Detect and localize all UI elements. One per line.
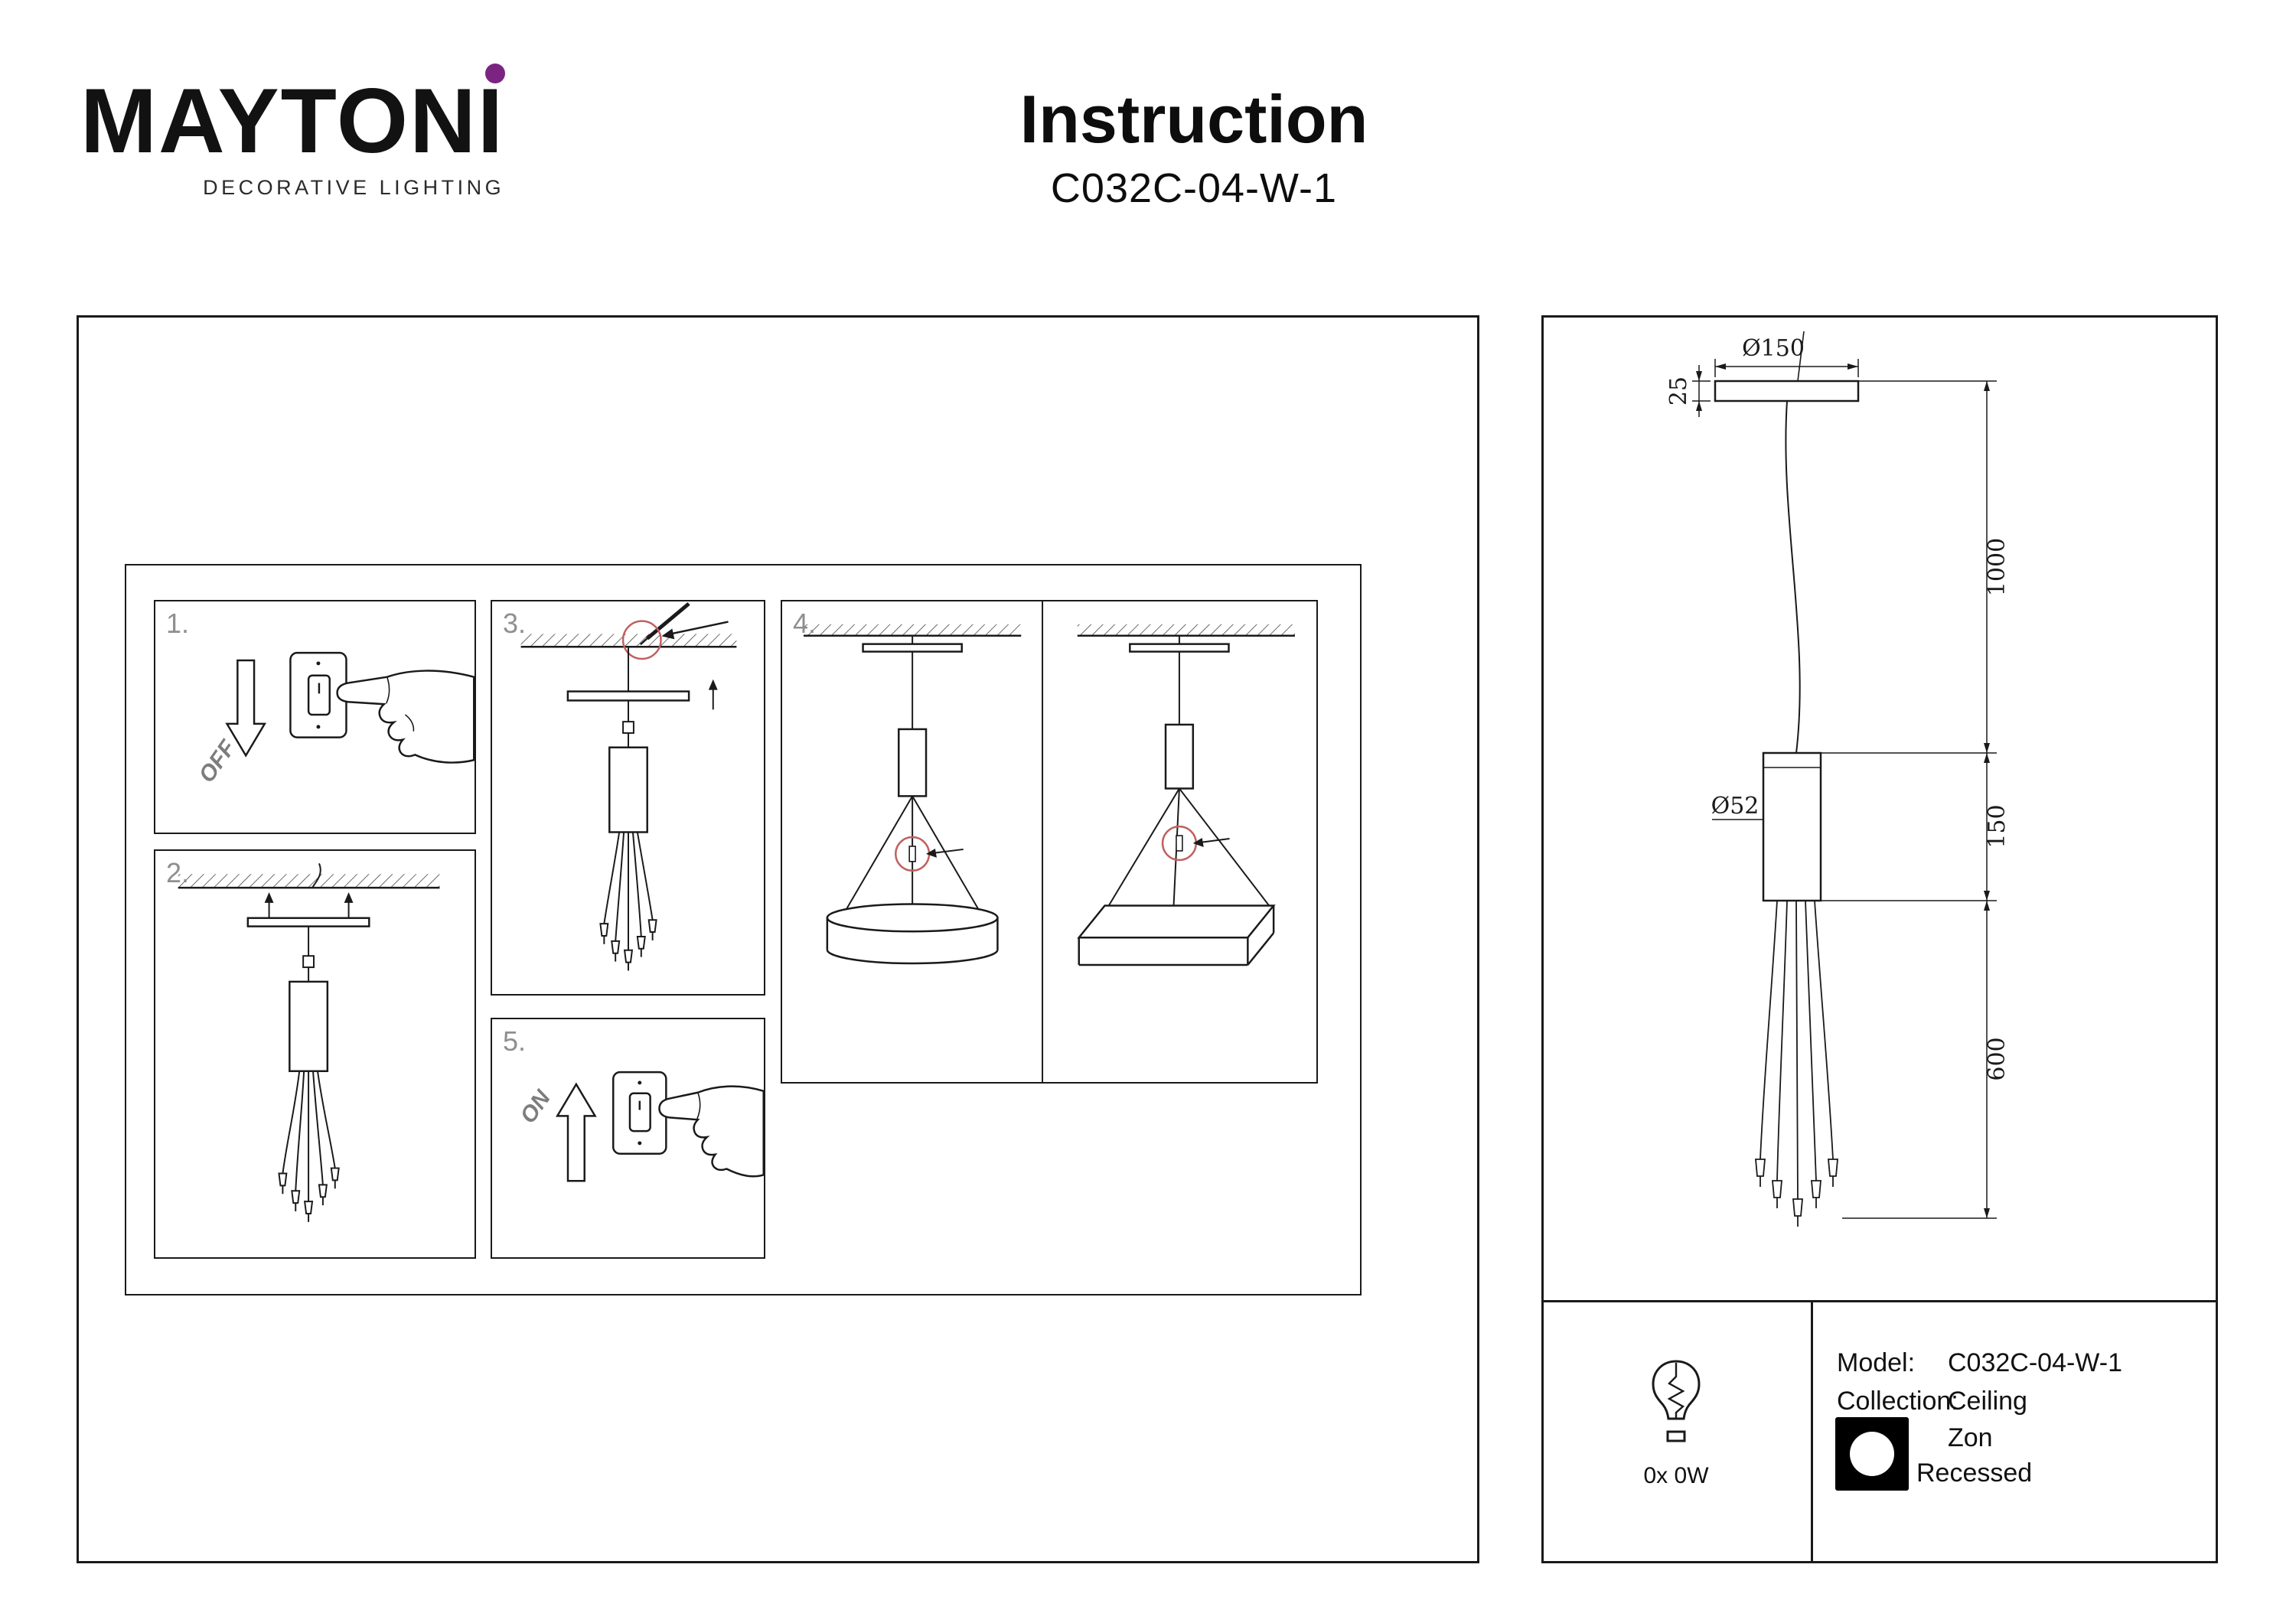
plate-diameter-label: Ø150 <box>1742 335 1805 362</box>
pendant-body <box>608 746 648 833</box>
step-2-panel: 2. <box>154 849 476 1259</box>
on-arrow-icon: ON <box>515 1082 597 1182</box>
hanging-wires <box>278 1071 340 1222</box>
collection-value: Ceiling <box>1948 1387 2027 1416</box>
brand-dot-icon <box>485 64 506 83</box>
dimension-plate-height: 25 <box>1665 365 1711 417</box>
dimension-chain-right: 1000 150 600 <box>1821 380 2011 1219</box>
push-up-arrow <box>708 679 718 710</box>
info-panel-divider-horizontal <box>1544 1300 2216 1302</box>
collection-label: Collection: <box>1837 1387 1958 1416</box>
bulb-icon <box>1652 1360 1701 1442</box>
ceiling <box>520 634 737 648</box>
screw-up-arrows <box>264 892 354 918</box>
plate-height-label: 25 <box>1665 376 1692 406</box>
light-switch <box>289 651 347 738</box>
ceiling-plate <box>1714 380 1860 402</box>
step-1-diagram-switch-off: OFF <box>194 651 475 787</box>
suspension-cable <box>1785 400 1801 754</box>
collection-type: Recessed <box>1916 1458 2033 1488</box>
step-4-diagram-shades <box>804 601 1295 1082</box>
spec-frame <box>1541 315 2218 1563</box>
output-wires <box>1755 900 1838 1227</box>
step-3-number: 3. <box>503 608 527 639</box>
step-4-panel: 4. <box>781 600 1318 1084</box>
step-3-panel: 3. <box>491 600 765 996</box>
page-title: Instruction <box>1019 81 1368 157</box>
on-label: ON <box>515 1085 556 1128</box>
step-1-panel: 1. OFF <box>154 600 476 834</box>
brand-subtitle: DECORATIVE LIGHTING <box>203 176 505 199</box>
hanging-wires <box>599 832 657 971</box>
step-4-number: 4. <box>793 608 817 639</box>
ceiling <box>178 874 440 889</box>
screw-highlight-circle <box>621 620 662 660</box>
hand-icon <box>336 670 475 764</box>
step-2-number: 2. <box>166 857 190 888</box>
light-switch <box>612 1071 667 1155</box>
collection-series: Zon <box>1948 1423 1993 1452</box>
brand-logo: MAYTONI DECORATIVE LIGHTING <box>80 64 506 200</box>
bulb-count-label: 0x 0W <box>1643 1463 1709 1488</box>
square-shade-assembly <box>1077 624 1295 966</box>
step-5-panel: 5. ON <box>491 1018 765 1259</box>
title-block: Instruction C032C-04-W-1 <box>888 81 1500 212</box>
cable-through-ceiling <box>311 863 321 888</box>
off-arrow-icon: OFF <box>194 659 267 787</box>
screwdriver-icon <box>639 601 690 646</box>
round-shade-assembly <box>804 624 1022 965</box>
stem-connector <box>302 926 315 982</box>
canopy-plate <box>246 917 370 927</box>
brand-name: MAYTONI <box>80 70 505 172</box>
step-5-number: 5. <box>503 1025 527 1057</box>
model-label: Model: <box>1837 1348 1916 1377</box>
technical-drawing: Ø150 25 Ø52 <box>1665 331 2011 1227</box>
square-shade <box>1077 904 1276 939</box>
body-diameter-label: Ø52 <box>1711 793 1760 820</box>
step-3-diagram-fixing <box>520 601 737 971</box>
pendant-body <box>289 980 329 1073</box>
recessed-light-icon <box>1835 1417 1909 1491</box>
pointer-arrow <box>661 621 729 640</box>
off-label: OFF <box>194 735 242 787</box>
model-number: C032C-04-W-1 <box>1050 165 1338 211</box>
cable-length-label: 1000 <box>1984 538 2011 596</box>
hand-icon <box>658 1085 764 1178</box>
driver-body <box>1762 751 1822 902</box>
dimension-plate-diameter: Ø150 <box>1714 335 1859 377</box>
model-value: C032C-04-W-1 <box>1948 1348 2123 1377</box>
step-5-diagram-switch-on: ON <box>515 1071 764 1182</box>
dimension-body-diameter: Ø52 <box>1711 793 1763 820</box>
wire-length-label: 600 <box>1984 1037 2011 1080</box>
stem-connector <box>622 700 634 748</box>
round-shade <box>826 903 999 933</box>
canopy-plate <box>566 690 690 702</box>
cable-tail <box>1797 331 1805 382</box>
body-height-label: 150 <box>1984 804 2011 848</box>
info-panel-divider-vertical <box>1811 1300 1813 1563</box>
step-1-number: 1. <box>166 608 190 639</box>
step-2-diagram-mounting <box>178 863 440 1222</box>
